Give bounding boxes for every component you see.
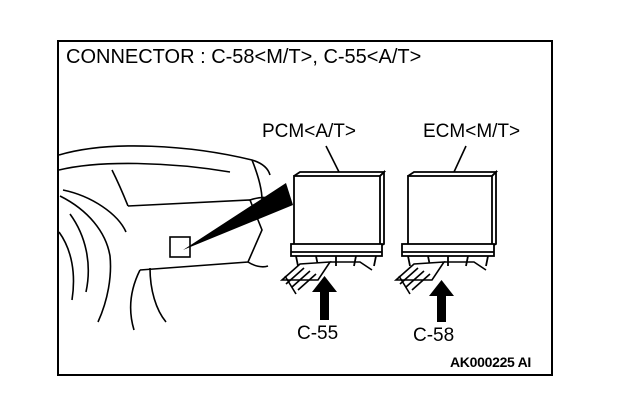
ecm-label: ECM<M/T> bbox=[423, 121, 521, 142]
arrow-c55 bbox=[312, 276, 337, 320]
pcm-unit bbox=[290, 169, 387, 267]
figure-code: AK000225 AI bbox=[450, 354, 532, 370]
connector-title: CONNECTOR : C-58<M/T>, C-55<A/T> bbox=[66, 46, 422, 68]
c55-label: C-55 bbox=[297, 323, 339, 344]
dash-connector-location bbox=[169, 236, 191, 258]
pcm-label: PCM<A/T> bbox=[262, 121, 356, 142]
dashboard-illustration bbox=[58, 145, 279, 331]
c58-label: C-58 bbox=[413, 325, 455, 346]
pcm-harness bbox=[279, 261, 373, 295]
pointer-wedge bbox=[183, 183, 293, 250]
ecm-leader-line bbox=[453, 145, 467, 173]
ecm-unit bbox=[401, 169, 499, 267]
ecm-harness bbox=[393, 261, 487, 295]
arrow-c58 bbox=[429, 280, 454, 322]
pcm-leader-line bbox=[325, 145, 340, 173]
